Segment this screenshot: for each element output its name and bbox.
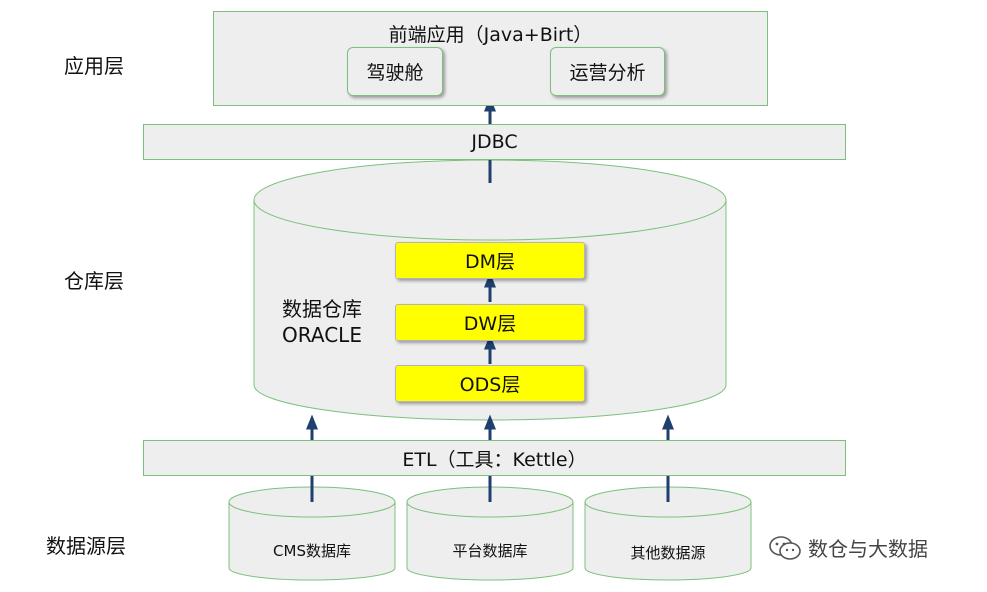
ods-layer-box: ODS层 [395,365,585,402]
watermark-text: 数仓与大数据 [808,537,928,561]
dm-layer-box: DM层 [395,242,585,279]
source-cylinder-platform [406,486,574,581]
dm-layer-label: DM层 [464,251,516,273]
cockpit-box: 驾驶舱 [347,47,443,96]
operations-analysis-label: 运营分析 [569,62,646,84]
jdbc-bar: JDBC [143,124,846,160]
source-label-cms: CMS数据库 [273,542,351,560]
source-label-platform: 平台数据库 [452,542,528,560]
layer-label-warehouse: 仓库层 [64,269,124,293]
wechat-icon [769,535,801,560]
operations-analysis-box: 运营分析 [550,47,665,96]
data-warehouse-name: 数据仓库 [282,297,362,321]
layer-label-datasource: 数据源层 [46,534,126,558]
data-warehouse-engine: ORACLE [282,323,362,347]
jdbc-label: JDBC [471,131,518,153]
source-label-other: 其他数据源 [630,544,706,562]
watermark: 数仓与大数据 [768,533,928,562]
layer-label-application: 应用层 [64,54,124,78]
cockpit-label: 驾驶舱 [366,62,424,84]
dw-layer-label: DW层 [463,313,517,335]
ods-layer-label: ODS层 [459,374,521,396]
frontend-app-title: 前端应用（Java+Birt） [388,24,593,46]
dw-layer-box: DW层 [395,304,585,341]
source-cylinder-other [584,486,752,581]
frontend-app-box: 前端应用（Java+Birt） 驾驶舱 运营分析 [213,11,768,106]
data-warehouse-label: 数据仓库 ORACLE [262,296,382,348]
etl-label: ETL（工具：Kettle） [402,448,587,471]
etl-bar: ETL（工具：Kettle） [143,440,846,476]
